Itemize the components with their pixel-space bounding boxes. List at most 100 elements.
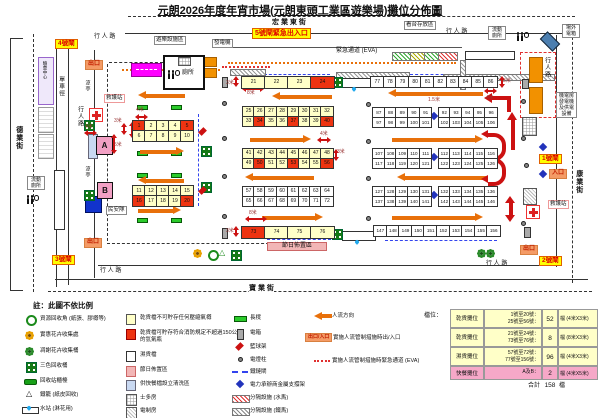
lamp-post-icon bbox=[222, 101, 227, 106]
head bbox=[317, 137, 321, 143]
map-text: 8米 bbox=[247, 90, 255, 96]
stall-23: 23 bbox=[287, 76, 312, 89]
first-aid-icon bbox=[89, 108, 103, 122]
total-count: 158 bbox=[544, 382, 556, 389]
lamp-post-icon bbox=[366, 139, 371, 144]
lamp-post-icon bbox=[222, 214, 227, 219]
stall-136: 136 bbox=[484, 186, 498, 198]
stall-104: 104 bbox=[460, 116, 475, 128]
stall-112: 112 bbox=[437, 148, 452, 160]
stall-43: 43 bbox=[264, 148, 278, 160]
stall-31: 31 bbox=[309, 106, 323, 118]
flow-arrow bbox=[140, 147, 184, 156]
stall-61: 61 bbox=[286, 186, 301, 198]
stall-88: 88 bbox=[383, 107, 398, 119]
map-text: 涼亭 bbox=[84, 80, 91, 92]
map-label: 遊樂設施區 bbox=[154, 36, 186, 45]
stall-110: 110 bbox=[407, 148, 421, 160]
stall-17: 17 bbox=[144, 195, 158, 207]
stall-range-cell: 1號至20號：25號至56號： bbox=[484, 309, 542, 328]
legend-label: 水站 (淋花用) bbox=[40, 406, 73, 412]
stall-140: 140 bbox=[407, 195, 421, 207]
head bbox=[493, 88, 497, 94]
stall-92: 92 bbox=[437, 107, 452, 119]
legend-label: 鐵鏈閘 bbox=[250, 369, 267, 375]
gate-label: 4號閘 bbox=[55, 39, 78, 50]
head bbox=[129, 134, 135, 138]
head bbox=[233, 83, 239, 87]
legend-label: 供快餐檔設立清洗區 bbox=[140, 381, 190, 387]
tilted-structure bbox=[539, 31, 561, 52]
stall-49: 49 bbox=[241, 157, 256, 169]
arrow-head bbox=[475, 213, 483, 221]
map-text: 8米 bbox=[249, 210, 257, 216]
orange-structure bbox=[529, 57, 543, 83]
stall-39: 39 bbox=[309, 115, 323, 127]
water-barrier-icon bbox=[232, 395, 250, 403]
arrow-shaft bbox=[138, 208, 174, 213]
arrow-head bbox=[176, 147, 184, 155]
flow-arrow bbox=[138, 176, 184, 185]
stall-91: 91 bbox=[418, 107, 433, 119]
flow-arrow bbox=[245, 173, 314, 182]
stall-89: 89 bbox=[395, 107, 410, 119]
measure-arrow-h bbox=[245, 216, 267, 222]
small-building bbox=[38, 134, 54, 159]
legend-label: 實施人流管制措施時緊急通道 (EVA) bbox=[332, 358, 420, 364]
stall-50: 50 bbox=[253, 157, 267, 169]
total-label: 合計 bbox=[527, 383, 540, 389]
stall-125: 125 bbox=[472, 157, 487, 169]
scale-note: 註：此圖不依比例 bbox=[33, 301, 93, 310]
map-text: 5米 bbox=[114, 142, 122, 148]
stall-65: 65 bbox=[241, 195, 256, 207]
arrow-shaft bbox=[392, 137, 476, 142]
stall-67: 67 bbox=[264, 195, 278, 207]
line bbox=[572, 27, 573, 283]
flow-arrow bbox=[138, 91, 185, 100]
legend-label: 濕貨檔 bbox=[140, 352, 157, 358]
measure-arrow-h bbox=[317, 137, 331, 143]
map-label: 救護站 bbox=[104, 94, 125, 103]
lamp-post-icon bbox=[521, 99, 526, 104]
map-text: 3米 bbox=[226, 228, 234, 234]
flow-arrow bbox=[388, 89, 483, 98]
recycle-bins-icon bbox=[26, 362, 37, 373]
measure-arrow-v bbox=[233, 76, 239, 87]
map-text: 4米 bbox=[486, 95, 494, 101]
line bbox=[267, 239, 331, 240]
stall-113: 113 bbox=[449, 148, 463, 160]
map-text: 3米 bbox=[114, 118, 122, 124]
stall-40: 40 bbox=[320, 115, 334, 127]
wilted-flower-icon bbox=[480, 252, 483, 255]
legend-label: 電制房 bbox=[140, 408, 157, 414]
line bbox=[385, 240, 497, 241]
map-text: 3米 bbox=[503, 78, 511, 84]
toilet-figures-icon bbox=[167, 66, 181, 84]
stall-18: 18 bbox=[156, 195, 170, 207]
stall-123: 123 bbox=[449, 157, 463, 169]
shaft bbox=[248, 218, 264, 220]
line bbox=[128, 16, 575, 17]
shaft bbox=[487, 90, 494, 92]
line bbox=[230, 47, 462, 48]
stall-63: 63 bbox=[309, 186, 323, 198]
line bbox=[107, 243, 279, 244]
legend-label: 乾貨檔可貯存符合消防規定不超過150公升的氫氣瓶 bbox=[140, 330, 243, 343]
head bbox=[242, 86, 246, 92]
toilet-figures-icon bbox=[26, 191, 40, 209]
arrow-shaft bbox=[145, 93, 185, 98]
legend-label: 實惠花卉收集處 bbox=[40, 332, 79, 338]
stall-55: 55 bbox=[309, 157, 323, 169]
bench-icon bbox=[171, 105, 182, 110]
stall-96: 96 bbox=[484, 107, 498, 119]
play-equipment bbox=[131, 63, 162, 77]
stall-119: 119 bbox=[395, 157, 410, 169]
flower-collection-icon bbox=[28, 334, 31, 337]
electric-box bbox=[522, 79, 529, 89]
stall-type-cell: 乾貨攤位 bbox=[450, 309, 484, 328]
hatch-strip bbox=[438, 52, 458, 61]
stall-116: 116 bbox=[484, 148, 498, 160]
stall-137: 137 bbox=[372, 195, 386, 207]
